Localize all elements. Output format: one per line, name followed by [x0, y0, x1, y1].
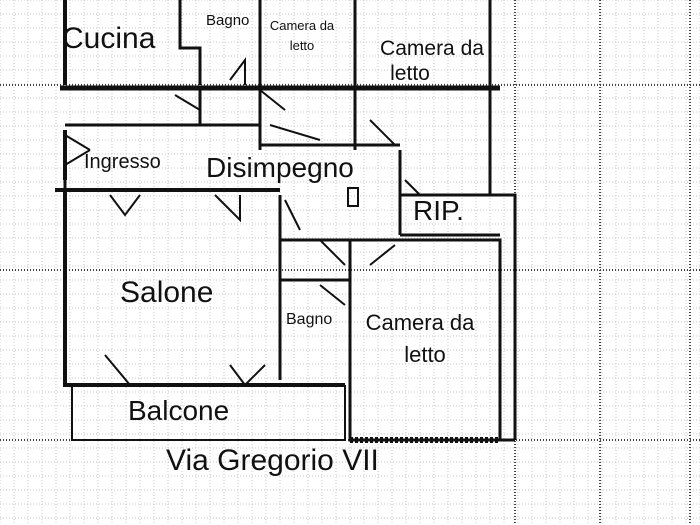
label-camera-top-1: Camera da — [380, 37, 484, 60]
label-salone: Salone — [120, 276, 213, 309]
label-cucina: Cucina — [62, 22, 156, 55]
label-rip: RIP. — [413, 195, 464, 226]
label-bagno-top: Bagno — [206, 12, 249, 29]
label-bagno-bottom: Bagno — [286, 311, 332, 328]
label-camera-bottom-1: Camera da — [366, 310, 476, 335]
label-camera-top-2: letto — [390, 62, 430, 85]
label-street: Via Gregorio VII — [166, 444, 379, 477]
label-disimpegno: Disimpegno — [206, 152, 354, 183]
label-camera-bottom-2: letto — [404, 342, 446, 367]
label-balcone: Balcone — [128, 395, 229, 426]
room-labels: Cucina Bagno Camera da letto Camera da l… — [62, 12, 484, 477]
label-camera-small-1: Camera da — [270, 18, 335, 33]
label-camera-small-2: letto — [290, 38, 315, 53]
label-ingresso: Ingresso — [84, 151, 161, 173]
walls — [55, 0, 517, 443]
